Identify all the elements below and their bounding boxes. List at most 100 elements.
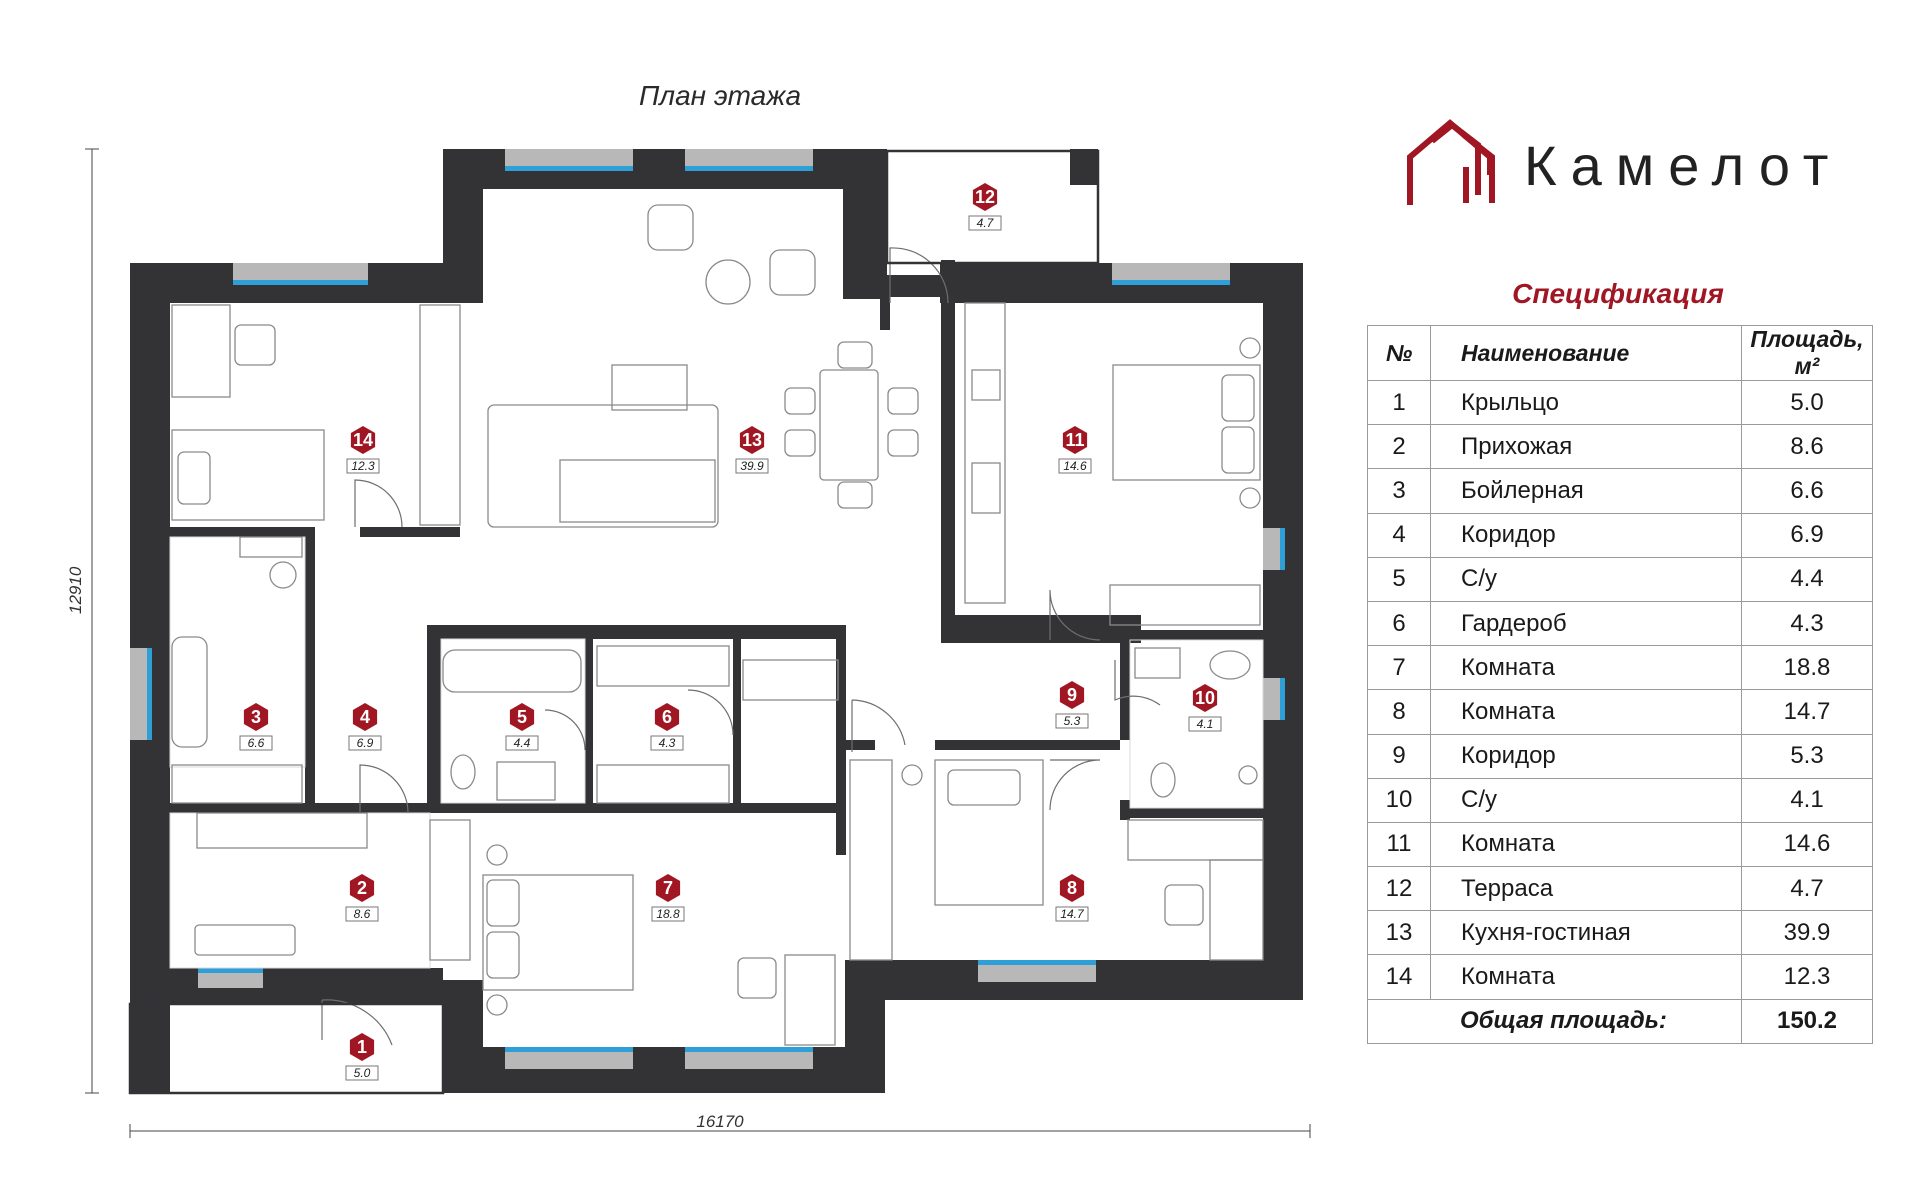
spec-row-num: 12 — [1367, 866, 1431, 912]
spec-row-area: 8.6 — [1741, 424, 1873, 470]
dimension-lines — [85, 148, 1311, 1138]
room-number: 1 — [357, 1037, 367, 1057]
area-box — [345, 1065, 379, 1081]
badge-hexagon-icon — [349, 1033, 375, 1061]
area-box — [345, 906, 379, 922]
spec-row-area: 39.9 — [1741, 910, 1873, 956]
room-number: 9 — [1067, 685, 1077, 705]
spec-total-row: Общая площадь: 150.2 — [1367, 998, 1873, 1044]
room-number: 6 — [662, 707, 672, 727]
exterior-walls — [130, 149, 1303, 1093]
area-box — [348, 735, 382, 751]
badge-hexagon-icon — [509, 703, 535, 731]
room-number: 14 — [353, 430, 373, 450]
badge-hexagon-icon — [1192, 684, 1218, 712]
room-area: 12.3 — [351, 459, 375, 473]
area-box — [735, 458, 769, 474]
spec-row-num: 6 — [1367, 600, 1431, 647]
spec-row-name: Бойлерная — [1430, 468, 1742, 514]
spec-row-name: С/у — [1430, 777, 1742, 823]
area-box — [505, 735, 539, 751]
room-number: 13 — [742, 430, 762, 450]
room-number: 7 — [663, 878, 673, 898]
badge-hexagon-icon — [1062, 426, 1088, 454]
room-area: 5.0 — [354, 1066, 371, 1080]
area-box — [1055, 713, 1089, 729]
room-number: 12 — [975, 187, 995, 207]
house-logo-icon — [1407, 119, 1495, 205]
spec-row-area: 4.7 — [1741, 866, 1873, 912]
room-area: 6.9 — [357, 736, 374, 750]
room-area: 14.6 — [1063, 459, 1087, 473]
room-badge-3: 36.6 — [239, 703, 273, 751]
spec-header-num: № — [1367, 325, 1431, 381]
spec-row-name: Комната — [1430, 689, 1742, 735]
room-area: 18.8 — [656, 907, 680, 921]
spec-row-num: 3 — [1367, 468, 1431, 514]
room-area: 39.9 — [740, 459, 764, 473]
spec-row-area: 5.3 — [1741, 733, 1873, 779]
room-area: 14.7 — [1060, 907, 1085, 921]
spec-row-area: 6.6 — [1741, 468, 1873, 514]
badge-hexagon-icon — [352, 703, 378, 731]
spec-row-name: Коридор — [1430, 512, 1742, 558]
spec-row-num: 14 — [1367, 954, 1431, 1000]
spec-row-area: 14.7 — [1741, 689, 1873, 735]
badge-hexagon-icon — [655, 874, 681, 902]
width-dimension-label: 16170 — [696, 1112, 744, 1131]
spec-row-name: Комната — [1430, 954, 1742, 1000]
area-box — [651, 906, 685, 922]
room-number: 2 — [357, 878, 367, 898]
spec-row-name: Кухня-гостиная — [1430, 910, 1742, 956]
spec-header-row: № Наименование Площадь, м² — [1367, 325, 1873, 381]
room-area: 5.3 — [1064, 714, 1081, 728]
room-number: 8 — [1067, 878, 1077, 898]
spec-row-num: 1 — [1367, 379, 1431, 426]
spec-row-area: 4.3 — [1741, 600, 1873, 647]
room-badge-2: 28.6 — [345, 874, 379, 922]
spec-total-label: Общая площадь: — [1367, 998, 1742, 1044]
spec-row-num: 2 — [1367, 424, 1431, 470]
area-box — [968, 215, 1002, 231]
spec-row-num: 4 — [1367, 512, 1431, 558]
area-box — [346, 458, 380, 474]
spec-total-value: 150.2 — [1741, 998, 1873, 1044]
plan-title: План этажа — [638, 80, 802, 111]
area-box — [1055, 906, 1089, 922]
badge-hexagon-icon — [654, 703, 680, 731]
area-box — [1058, 458, 1092, 474]
spec-row-name: Гардероб — [1430, 600, 1742, 647]
spec-row-num: 13 — [1367, 910, 1431, 956]
badge-hexagon-icon — [1059, 874, 1085, 902]
spec-header-name: Наименование — [1430, 325, 1742, 381]
room-badge-1: 15.0 — [345, 1033, 379, 1081]
spec-row-name: Крыльцо — [1430, 379, 1742, 426]
spec-row-num: 7 — [1367, 645, 1431, 691]
brand-name: Камелот — [1524, 134, 1843, 197]
spec-row-num: 10 — [1367, 777, 1431, 823]
terrace-outlines — [128, 149, 1100, 1095]
spec-row-name: Терраса — [1430, 866, 1742, 912]
spec-row-name: Комната — [1430, 821, 1742, 868]
spec-row-area: 18.8 — [1741, 645, 1873, 691]
room-area: 4.1 — [1197, 717, 1214, 731]
room-number: 10 — [1195, 688, 1215, 708]
badge-hexagon-icon — [349, 874, 375, 902]
room-badge-13: 13 39.9 — [735, 426, 769, 474]
badge-hexagon-icon — [972, 183, 998, 211]
badge-hexagon-icon — [243, 703, 269, 731]
room-area: 4.3 — [659, 736, 676, 750]
room-number: 11 — [1065, 430, 1084, 450]
spec-row-name: С/у — [1430, 556, 1742, 602]
spec-row-area: 14.6 — [1741, 821, 1873, 868]
room-badge-11: 11 14.6 — [1058, 426, 1092, 474]
room-badge-9: 95.3 — [1055, 681, 1089, 729]
tiled-areas — [169, 536, 1264, 969]
spec-row-num: 5 — [1367, 556, 1431, 602]
